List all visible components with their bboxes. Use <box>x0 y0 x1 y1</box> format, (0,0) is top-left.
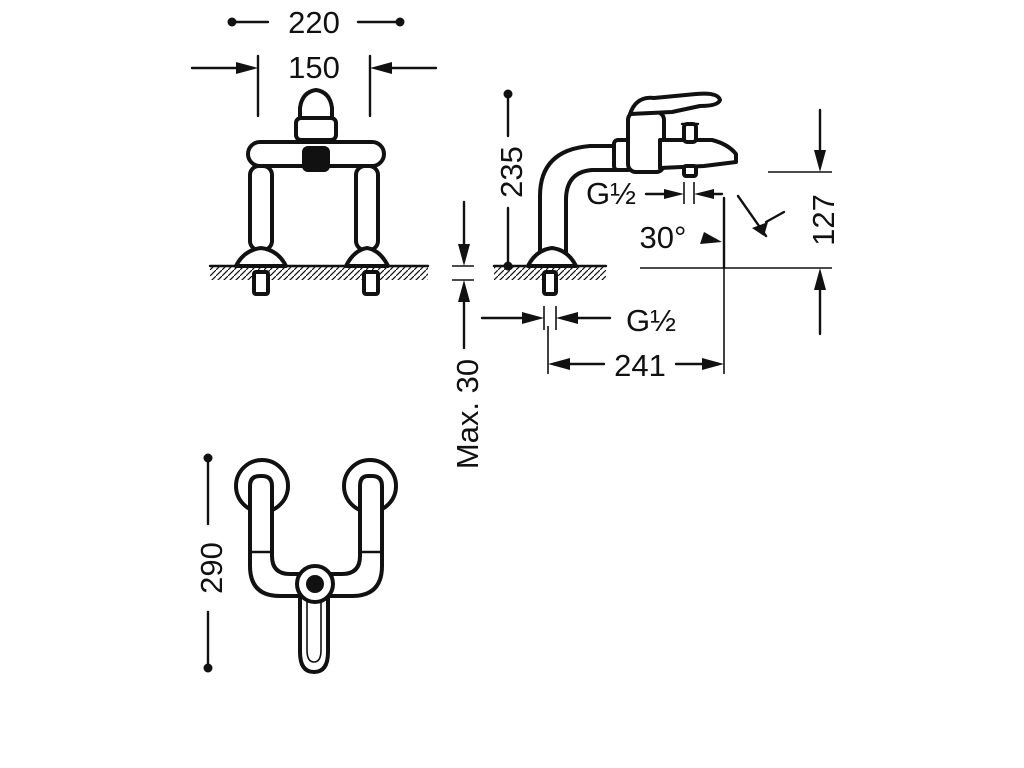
handle-top-cap <box>306 575 324 593</box>
angle-label: 30° <box>640 220 687 255</box>
dim-150: 150 <box>190 50 438 118</box>
faucet-side-body <box>526 91 738 268</box>
top-view: 290 <box>194 453 398 674</box>
dim-outlet-thread: G½ <box>586 176 724 211</box>
dim-241-label: 241 <box>614 348 666 383</box>
dim-127: 127 <box>640 108 841 336</box>
dim-220-label: 220 <box>288 5 340 40</box>
dim-220: 220 <box>227 5 405 40</box>
deck-front <box>208 264 430 296</box>
faucet-top-body <box>234 458 398 674</box>
faucet-front-body <box>234 88 390 268</box>
dim-150-label: 150 <box>288 50 340 85</box>
dim-max-deck: Max. 30 <box>450 200 485 469</box>
dim-inlet-thread: G½ <box>480 303 676 338</box>
side-view: 235 127 <box>450 89 841 469</box>
max-deck-label: Max. 30 <box>450 359 485 469</box>
dim-angle: 30° <box>640 194 786 270</box>
dim-241: 241 <box>547 268 725 383</box>
dim-235: 235 <box>494 89 529 271</box>
dim-127-label: 127 <box>806 194 841 246</box>
deck-side <box>492 264 608 296</box>
front-view: 220 150 <box>190 5 438 296</box>
aerator-front <box>302 146 330 172</box>
dim-290-label: 290 <box>194 542 229 594</box>
outlet-thread-label: G½ <box>586 176 636 211</box>
inlet-thread-label: G½ <box>626 303 676 338</box>
dim-290: 290 <box>194 453 229 673</box>
dim-235-label: 235 <box>494 146 529 198</box>
